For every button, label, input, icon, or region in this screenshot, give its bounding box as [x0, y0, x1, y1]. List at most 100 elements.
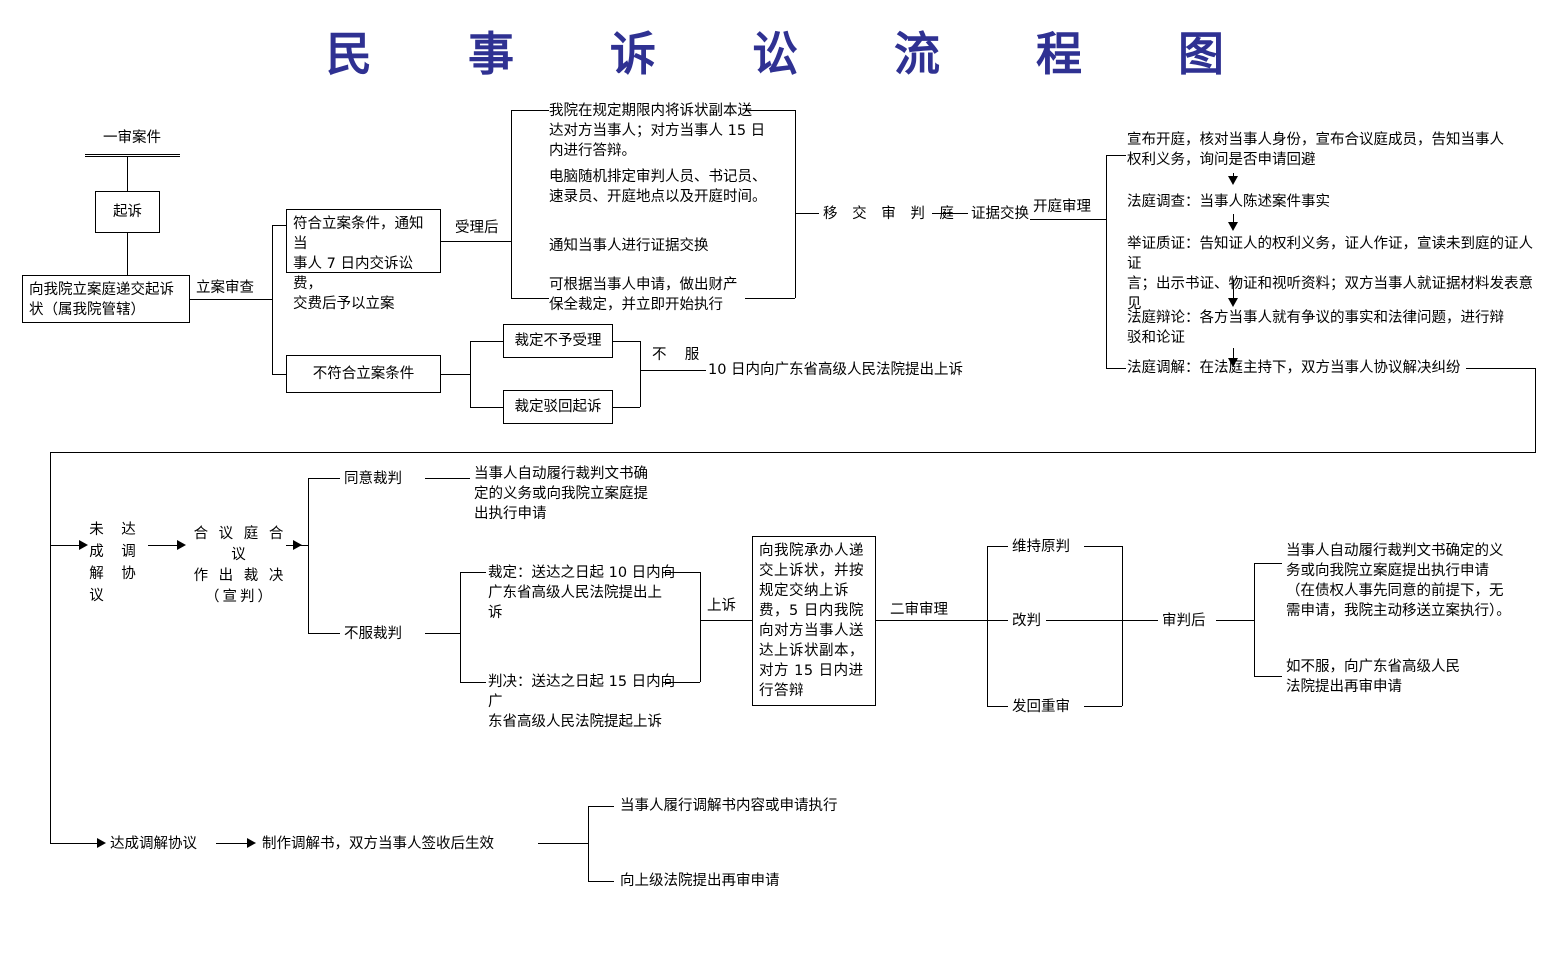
page-title: 民 事 诉 讼 流 程 图	[325, 27, 1265, 81]
node-ruling-dismiss-label: 裁定驳回起诉	[514, 399, 602, 415]
node-accept-judgment-detail: 当事人自动履行裁判文书确 定的义务或向我院立案庭提 出执行申请	[474, 466, 648, 522]
label-after-accept: 受理后	[455, 220, 499, 236]
connector-trial-1-2	[1233, 173, 1234, 183]
connector-to-ruling-appeal	[460, 572, 486, 573]
connector-aftertrial-split	[1254, 563, 1255, 676]
connector-loop-left	[50, 452, 1536, 453]
label-refuse-judgment: 不服裁判	[344, 626, 402, 642]
node-step-serve: 我院在规定期限内将诉状副本送 达对方当事人；对方当事人 15 日 内进行答辩。	[549, 103, 766, 159]
connector-to-refuse-judgment	[308, 633, 340, 634]
connector-opentrial-underline	[1030, 219, 1106, 220]
node-ruling-no-accept-label: 裁定不予受理	[514, 333, 602, 349]
node-mediation-reached: 达成调解协议	[110, 836, 197, 852]
connector-appeal-merge	[700, 572, 701, 682]
node-trial-step-5: 法庭调解：在法庭主持下，双方当事人协议解决纠纷	[1127, 360, 1461, 376]
arrow-trial-3-4	[1228, 298, 1238, 307]
node-step-evidence-notice: 通知当事人进行证据交换	[549, 238, 709, 254]
connector-second-split	[987, 546, 988, 706]
connector-remand-right	[1084, 706, 1122, 707]
arrow-to-mediation	[97, 838, 106, 848]
connector-trial-top	[1106, 155, 1126, 156]
node-after-trial-detail-1: 当事人自动履行裁判文书确定的义 务或向我院立案庭提出执行申请 （在债权人事先同意…	[1286, 543, 1511, 619]
label-transfer-to-court: 移 交 审 判 庭	[823, 206, 959, 222]
connector-trial-2-3	[1233, 214, 1234, 226]
arrow-panel-split	[293, 540, 302, 550]
connector-step4-right	[745, 298, 795, 299]
connector-to-noaccept	[470, 341, 503, 342]
connector-loop-to-nomediation	[50, 545, 80, 546]
connector-review-to-notmeets	[272, 374, 286, 375]
connector-merge-to-transfer	[795, 213, 819, 214]
connector-to-mediation-out-1	[588, 806, 614, 807]
connector-review-split	[272, 225, 273, 374]
connector-loop-vertical	[50, 452, 51, 844]
connector-mediation-outcomes-split	[588, 806, 589, 881]
connector-judgment-appeal-right	[663, 682, 700, 683]
connector-appeal-types-split	[460, 572, 461, 682]
node-meets-conditions: 符合立案条件，通知当 事人 7 日内交诉讼费， 交费后予以立案	[286, 209, 441, 312]
connector-mediation-to-doc	[216, 843, 248, 844]
connector-loop-to-mediation	[50, 843, 98, 844]
connector-notmeets-out	[441, 374, 470, 375]
connector-to-remand	[987, 706, 1008, 707]
node-appeal-box-label: 向我院承办人递 交上诉状，并按 规定交纳上诉 费，5 日内我院 向对方当事人送 …	[759, 543, 864, 699]
arrow-to-panel	[177, 540, 186, 550]
node-trial-step-3: 举证质证：告知证人的权利义务，证人作证，宣读未到庭的证人证 言；出示书证、物证和…	[1127, 236, 1533, 312]
connector-loop-down	[1535, 368, 1536, 452]
connector-aftertrial-out	[1216, 620, 1254, 621]
connector-to-dismiss	[470, 407, 503, 408]
connector-appealbox-to-second	[876, 620, 987, 621]
node-mediation-doc: 制作调解书，双方当事人签收后生效	[262, 836, 494, 852]
node-meets-conditions-label: 符合立案条件，通知当 事人 7 日内交诉讼费， 交费后予以立案	[293, 216, 424, 312]
connector-merge-to-aftertrial	[1122, 620, 1158, 621]
connector-noaccept-out	[613, 341, 640, 342]
connector-nomediation-to-panel	[148, 545, 178, 546]
node-first-instance: 一审案件	[103, 130, 161, 146]
connector-to-revise	[987, 620, 1008, 621]
node-panel-decision: 合 议 庭 合 议 作 出 裁 决 （宣判）	[193, 526, 287, 605]
node-after-trial-detail-2: 如不服，向广东省高级人民 法院提出再审申请	[1286, 659, 1460, 695]
label-filing-review: 立案审查	[196, 280, 254, 296]
node-submit-complaint: 向我院立案庭递交起诉 状（属我院管辖）	[22, 275, 190, 323]
label-evidence-exchange: 证据交换	[971, 206, 1029, 222]
arrow-trial-2-3	[1228, 222, 1238, 231]
node-mediation-out-2: 向上级法院提出再审申请	[620, 873, 780, 889]
arrow-to-nomediation	[79, 540, 88, 550]
connector-to-aftertrial-detail-2	[1254, 676, 1282, 677]
label-accept-judgment: 同意裁判	[344, 471, 402, 487]
label-appeal: 上诉	[707, 598, 736, 614]
node-submit-complaint-label: 向我院立案庭递交起诉 状（属我院管辖）	[29, 282, 174, 318]
arrow-to-mediation-doc	[247, 838, 256, 848]
label-second-instance: 二审审理	[890, 602, 948, 618]
node-no-mediation-col2: 达 调 协	[121, 522, 139, 582]
connector-review-to-meets	[272, 225, 286, 226]
connector-refuse-judgment-out	[425, 633, 460, 634]
node-ruling-no-accept: 裁定不予受理	[503, 324, 613, 358]
node-step-assign: 电脑随机排定审判人员、书记员、 速录员、开庭地点以及开庭时间。	[549, 169, 767, 205]
connector-trial-trunk	[1106, 155, 1107, 368]
connector-dismiss-out	[613, 407, 640, 408]
node-trial-step-1: 宣布开庭，核对当事人身份，宣布合议庭成员，告知当事人 权利义务，询问是否申请回避	[1127, 132, 1504, 168]
node-uphold: 维持原判	[1012, 539, 1070, 555]
connector-afteraccept-trunk	[466, 241, 511, 242]
connector-trunk-step1	[511, 110, 549, 111]
connector-to-uphold	[987, 546, 1008, 547]
connector-ruling-appeal-right	[663, 572, 700, 573]
connector-revise-right	[1046, 620, 1122, 621]
connector-to-judgment-appeal	[460, 682, 486, 683]
node-remand: 发回重审	[1012, 699, 1070, 715]
connector-steps-trunk	[511, 110, 512, 298]
node-mediation-out-1: 当事人履行调解书内容或申请执行	[620, 798, 838, 814]
label-refuse: 不 服	[652, 347, 703, 363]
node-appeal-box: 向我院承办人递 交上诉状，并按 规定交纳上诉 费，5 日内我院 向对方当事人送 …	[752, 536, 876, 706]
connector-step1-right	[745, 110, 795, 111]
connector-to-accept-judgment	[308, 478, 340, 479]
node-ruling-appeal-10: 裁定：送达之日起 10 日内向 广东省高级人民法院提出上 诉	[488, 565, 676, 621]
connector-trunk-step4	[511, 298, 549, 299]
label-open-trial: 开庭审理	[1033, 199, 1091, 215]
connector-transfer-to-evidence	[932, 213, 968, 214]
connector-accept-judgment-detail	[425, 478, 470, 479]
connector-judgment-split	[308, 478, 309, 633]
connector-to-mediation-out-2	[588, 881, 614, 882]
